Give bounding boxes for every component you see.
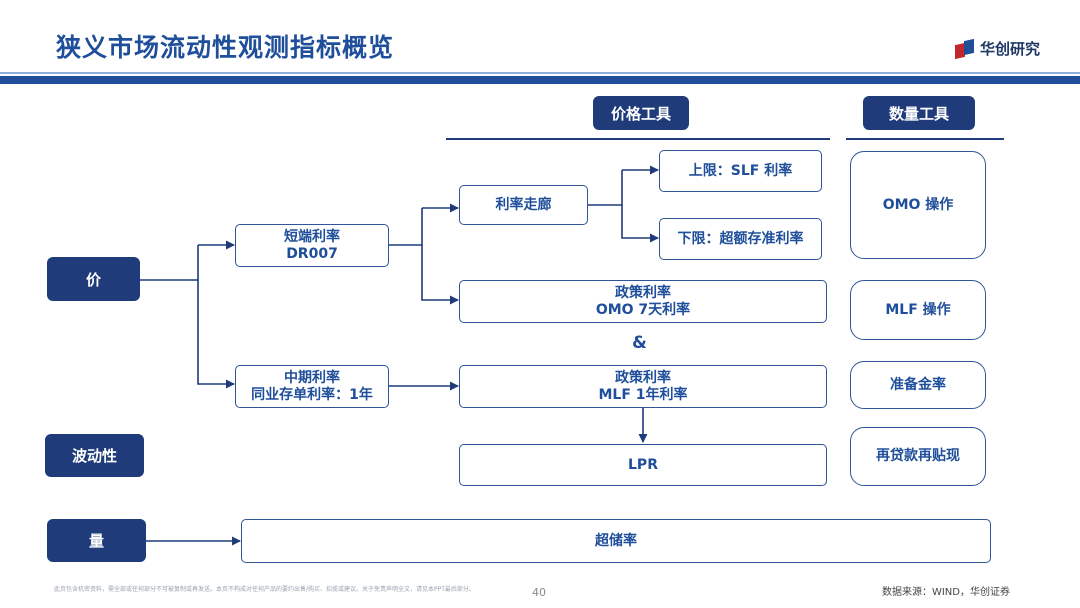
quantity-tools-underline <box>846 138 1004 140</box>
mlf-operation-box: MLF 操作 <box>850 280 986 340</box>
rate-corridor-box: 利率走廊 <box>459 185 588 225</box>
policy-rate-omo-value: OMO 7天利率 <box>595 301 691 318</box>
mid-term-rate-box: 中期利率 同业存单利率：1年 <box>235 365 389 408</box>
excess-reserve-box: 超储率 <box>241 519 991 563</box>
price-tools-underline <box>446 138 830 140</box>
reserve-ratio-box: 准备金率 <box>850 361 986 409</box>
excess-reserve-label: 超储率 <box>595 532 637 549</box>
relending-box: 再贷款再贴现 <box>850 427 986 486</box>
connector-price-trunk <box>140 245 199 281</box>
relending-label: 再贷款再贴现 <box>876 448 960 464</box>
connector-corridor-trunk <box>588 170 623 206</box>
page-title: 狭义市场流动性观测指标概览 <box>56 33 395 62</box>
header-accent-line <box>0 72 1080 74</box>
brand-logo: 华创研究 <box>954 38 1040 59</box>
mid-term-rate-value: 同业存单利率：1年 <box>251 386 373 403</box>
page-number: 40 <box>532 586 546 599</box>
mid-term-rate-label: 中期利率 <box>284 369 340 386</box>
header-bar <box>0 76 1080 84</box>
omo-operation-box: OMO 操作 <box>850 151 986 259</box>
short-term-rate-value: DR007 <box>286 245 338 262</box>
logo-text: 华创研究 <box>979 40 1040 58</box>
policy-rate-mlf-value: MLF 1年利率 <box>598 386 688 403</box>
connector-to-lower <box>621 205 659 243</box>
corridor-upper-box: 上限：SLF 利率 <box>659 150 822 192</box>
lpr-label: LPR <box>628 456 658 473</box>
lpr-box: LPR <box>459 444 827 486</box>
connector-to-mid <box>197 280 235 389</box>
corridor-lower-box: 下限：超额存准利率 <box>659 218 822 260</box>
volatility-category: 波动性 <box>45 434 144 477</box>
policy-rate-omo-box: 政策利率 OMO 7天利率 <box>459 280 827 323</box>
price-tools-header: 价格工具 <box>593 96 689 130</box>
policy-rate-omo-label: 政策利率 <box>615 284 671 301</box>
short-term-rate-box: 短端利率 DR007 <box>235 224 389 267</box>
short-term-rate-label: 短端利率 <box>284 228 340 245</box>
omo-operation-label: OMO 操作 <box>882 196 954 213</box>
reserve-ratio-label: 准备金率 <box>890 376 946 393</box>
quantity-category: 量 <box>47 519 146 562</box>
rate-corridor-label: 利率走廊 <box>495 196 552 213</box>
connector-short-trunk <box>389 208 423 246</box>
ampersand-connector: & <box>632 333 647 353</box>
data-source: 数据来源：WIND，华创证券 <box>881 587 1010 598</box>
corridor-lower-label: 下限：超额存准利率 <box>677 230 804 247</box>
disclaimer-text: 此页包含机密资料，需全部或任何部分不可被复制或再发送。本页不构成对任何产品的要约… <box>54 586 475 593</box>
corridor-upper-label: 上限：SLF 利率 <box>688 162 793 179</box>
price-category: 价 <box>47 257 140 301</box>
quantity-tools-header: 数量工具 <box>863 96 975 130</box>
policy-rate-mlf-label: 政策利率 <box>615 369 671 386</box>
mlf-operation-label: MLF 操作 <box>885 301 951 318</box>
connector-to-policy-omo <box>421 245 459 305</box>
policy-rate-mlf-box: 政策利率 MLF 1年利率 <box>459 365 827 408</box>
